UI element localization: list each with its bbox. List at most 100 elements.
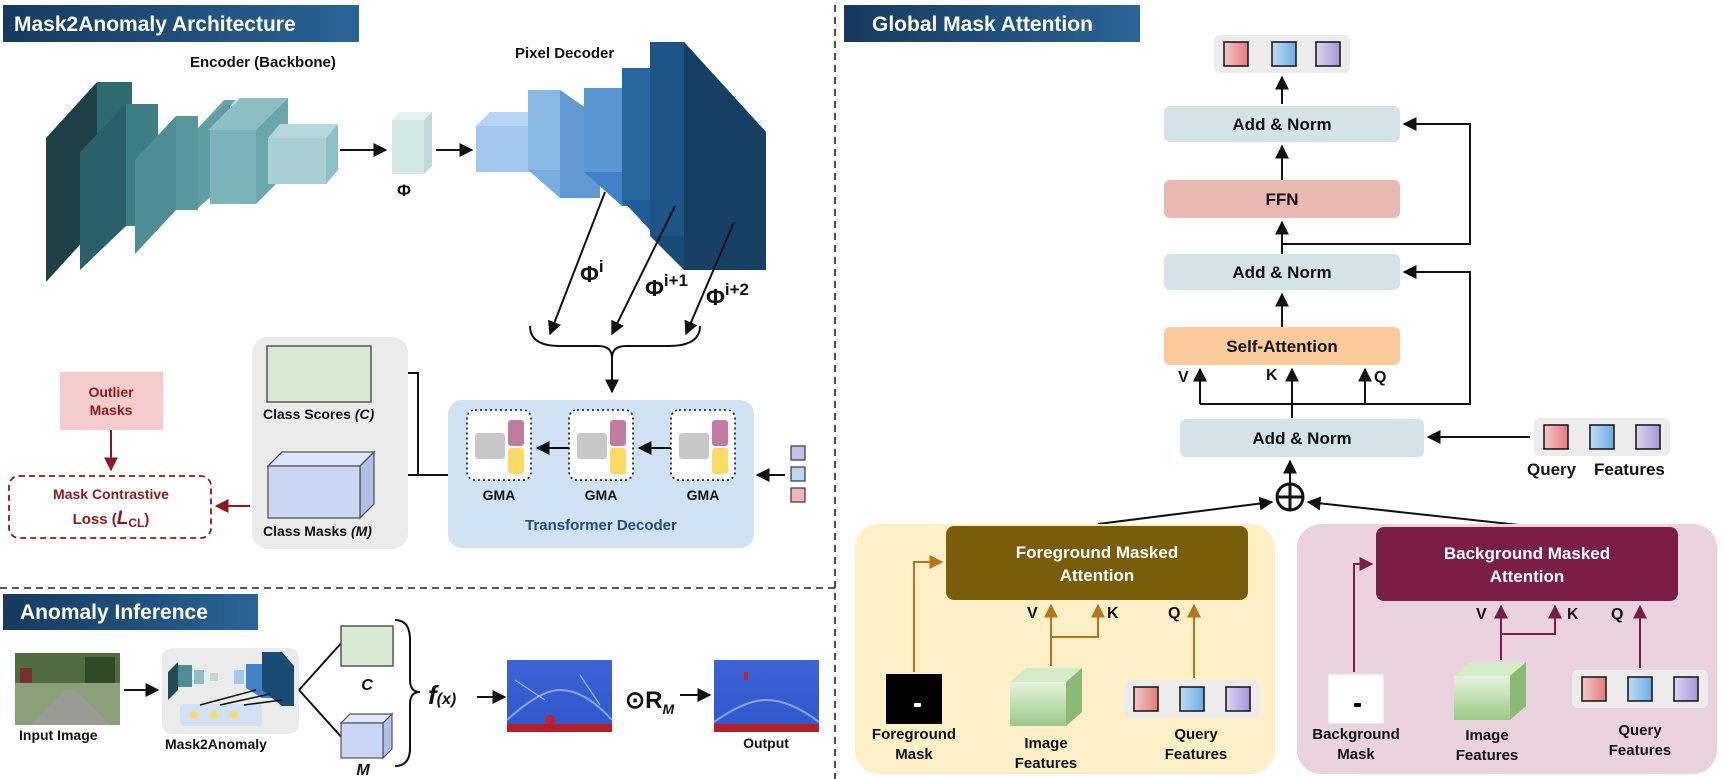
arrow-bg-k xyxy=(1501,604,1562,635)
arrow-background-to-sum xyxy=(1306,496,1529,527)
ffn-box xyxy=(1164,180,1400,218)
add-norm-middle xyxy=(1164,254,1400,290)
foreground-mask-label-line1: Foreground xyxy=(872,726,956,743)
section-title-inference: Anomaly Inference xyxy=(20,601,208,624)
self-attn-q-label: Q xyxy=(1374,369,1386,386)
rm-operator: ⊙RM xyxy=(625,687,674,717)
class-scores-box xyxy=(266,345,372,403)
inference-c-label: C xyxy=(361,677,373,694)
background-attention-label-line1: Background Masked xyxy=(1444,544,1610,563)
foreground-mask-image xyxy=(886,674,942,724)
outlier-masks-label-line1: Outlier xyxy=(88,384,134,400)
bg-image-features-label-line1: Image xyxy=(1465,727,1508,744)
transformer-decoder-label: Transformer Decoder xyxy=(525,517,677,534)
bg-query-features-label-line2: Features xyxy=(1609,742,1672,759)
background-mask-blob xyxy=(1354,703,1361,707)
input-image-thumbnail xyxy=(15,653,120,725)
phi-i1-label: Φi+1 xyxy=(645,271,688,301)
foreground-mask-label-line2: Mask xyxy=(895,746,933,763)
background-mask-label-line1: Background xyxy=(1312,726,1400,743)
add-norm-top xyxy=(1164,106,1400,142)
gma-unit-1 xyxy=(466,409,532,481)
model-thumbnail xyxy=(168,652,294,726)
bg-query-tokens xyxy=(1581,676,1699,702)
arrow-foreground-to-sum xyxy=(1097,496,1274,525)
outlier-masks-box xyxy=(60,372,163,430)
self-attention-label: Self-Attention xyxy=(1226,337,1337,356)
phi-label: Φ xyxy=(397,181,411,200)
self-attn-v-label: V xyxy=(1178,369,1189,386)
foreground-attention-label-line2: Attention xyxy=(1060,566,1135,585)
inference-c-box xyxy=(340,625,394,667)
sum-node xyxy=(1275,482,1305,512)
loss-label-line2: Loss (LCL) xyxy=(73,508,150,530)
encoder-label: Encoder (Backbone) xyxy=(190,54,336,71)
mask-contrastive-loss-box xyxy=(8,475,212,539)
phi-i-label: Φi xyxy=(580,257,604,287)
input-image-label: Input Image xyxy=(19,727,98,743)
class-masks-box xyxy=(266,450,376,520)
fx-label: f(x) xyxy=(428,680,456,710)
fg-v-label: V xyxy=(1027,605,1038,622)
bg-query-features-label-line1: Query xyxy=(1618,722,1662,739)
output-map xyxy=(713,660,820,732)
fg-image-features-label-line1: Image xyxy=(1024,735,1067,752)
phi-i2-label: Φi+2 xyxy=(706,280,749,310)
foreground-mask-blob xyxy=(914,703,921,707)
foreground-attention-box xyxy=(946,526,1248,600)
background-attention-box xyxy=(1376,527,1678,601)
ffn-label: FFN xyxy=(1265,190,1298,209)
query-label: Query xyxy=(1527,460,1577,479)
class-masks-label: Class Masks (M) xyxy=(263,523,372,539)
fg-image-features-cube xyxy=(1010,668,1082,726)
gma-unit-3 xyxy=(670,409,736,481)
add-norm-bottom xyxy=(1180,419,1424,457)
fg-q-label: Q xyxy=(1168,605,1180,622)
section-title-gma: Global Mask Attention xyxy=(872,13,1093,36)
line-model-to-m xyxy=(298,689,345,741)
anomaly-score-map xyxy=(506,660,613,732)
background-mask-image xyxy=(1327,673,1385,725)
bg-k-label: K xyxy=(1567,606,1579,623)
query-tokens-decoder xyxy=(790,445,806,503)
arrow-fgmask-to-attention xyxy=(913,555,944,672)
pixel-decoder xyxy=(476,42,766,270)
bg-image-features-cube xyxy=(1454,662,1526,720)
fg-query-tokens xyxy=(1133,686,1251,712)
feature-brace xyxy=(529,325,701,359)
background-mask-label-line2: Mask xyxy=(1337,746,1375,763)
fg-query-features-label-line2: Features xyxy=(1165,746,1228,763)
add-norm-top-label: Add & Norm xyxy=(1232,115,1331,134)
section-title-architecture: Mask2Anomaly Architecture xyxy=(14,13,296,36)
arrow-phi-i xyxy=(548,191,606,336)
bg-q-label: Q xyxy=(1611,606,1623,623)
gma-label-1: GMA xyxy=(483,487,516,503)
pixel-decoder-label: Pixel Decoder xyxy=(515,45,614,62)
fg-image-features-label-line2: Features xyxy=(1015,755,1078,772)
gma-unit-2 xyxy=(568,409,634,481)
self-attention-box xyxy=(1164,327,1400,365)
arrow-phi-i1 xyxy=(611,205,676,336)
line-v-branch xyxy=(1200,403,1293,418)
inference-brace xyxy=(394,619,421,767)
arrow-fg-k xyxy=(1051,603,1105,638)
self-attn-k-label: K xyxy=(1266,367,1278,384)
line-model-to-c xyxy=(298,639,345,691)
bg-image-features-label-line2: Features xyxy=(1456,747,1519,764)
bg-v-label: V xyxy=(1476,606,1487,623)
add-norm-bottom-label: Add & Norm xyxy=(1252,429,1351,448)
arrow-phi-i2 xyxy=(684,221,735,336)
features-label: Features xyxy=(1594,460,1665,479)
background-attention-label-line2: Attention xyxy=(1490,567,1565,586)
inference-m-label: M xyxy=(356,762,370,779)
section-header-gma: Global Mask Attention xyxy=(844,5,1140,42)
residual-self-attention xyxy=(1365,265,1471,405)
bottleneck-phi-block xyxy=(392,112,432,174)
arrow-q-self xyxy=(1292,367,1372,405)
fg-query-features-label-line1: Query xyxy=(1174,726,1218,743)
inference-m-box xyxy=(339,712,394,760)
output-label: Output xyxy=(743,735,789,751)
query-features-tokens xyxy=(1543,424,1661,450)
loss-label-line1: Mask Contrastive xyxy=(53,486,169,502)
